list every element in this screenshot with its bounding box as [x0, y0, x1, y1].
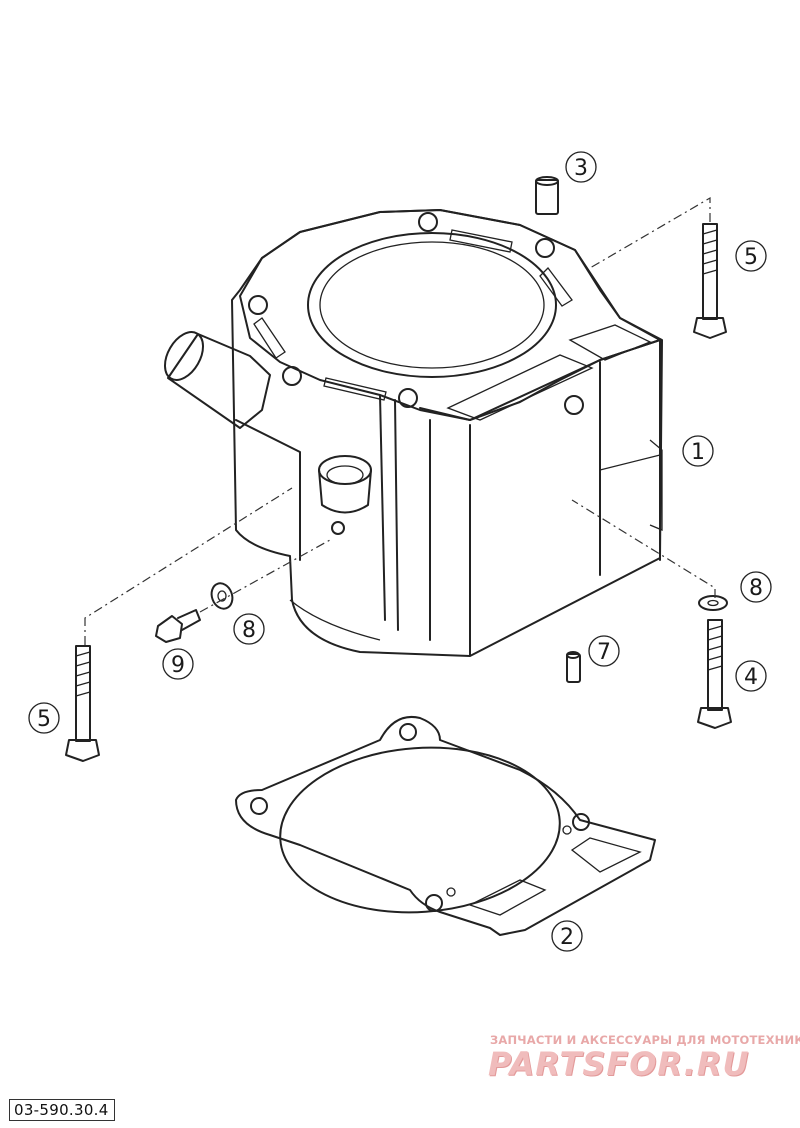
stud-bolt-right [697, 619, 732, 729]
callout-7: 7 [588, 635, 620, 667]
callout-3: 3 [565, 151, 597, 183]
callout-9-label: 9 [171, 653, 185, 678]
cylinder-base-gasket [235, 716, 656, 936]
cylinder-body [164, 209, 663, 657]
callout-8-left: 8 [233, 613, 265, 645]
callout-5-left: 5 [28, 702, 60, 734]
watermark-logo: PARTSFOR.RU [488, 1045, 750, 1083]
stud-bolt-left [65, 645, 100, 762]
callout-5-right: 5 [735, 240, 767, 272]
callout-3-label: 3 [574, 156, 588, 181]
washer-small [210, 582, 234, 610]
callout-5-left-label: 5 [37, 707, 51, 732]
callout-2: 2 [551, 920, 583, 952]
washer-right [698, 595, 728, 611]
watermark-tagline: ЗАПЧАСТИ И АКСЕССУАРЫ ДЛЯ МОТОТЕХНИКИ [490, 1033, 800, 1047]
small-bolt [155, 609, 201, 643]
callout-4-label: 4 [744, 665, 758, 690]
callout-8-right-label: 8 [749, 576, 763, 601]
dowel-pin-bottom [566, 651, 581, 683]
callout-9: 9 [162, 648, 194, 680]
callout-4: 4 [735, 660, 767, 692]
callout-8-left-label: 8 [242, 618, 256, 643]
callout-5-right-label: 5 [744, 245, 758, 270]
diagram-reference-code: 03-590.30.4 [9, 1099, 115, 1121]
stud-bolt-top-right [693, 223, 727, 339]
assembly-lines [84, 196, 716, 645]
callout-7-label: 7 [597, 640, 611, 665]
callout-2-label: 2 [560, 925, 574, 950]
callout-8-right: 8 [740, 571, 772, 603]
dowel-pin-top [535, 176, 559, 215]
callout-1-label: 1 [691, 440, 705, 465]
callout-1: 1 [682, 435, 714, 467]
